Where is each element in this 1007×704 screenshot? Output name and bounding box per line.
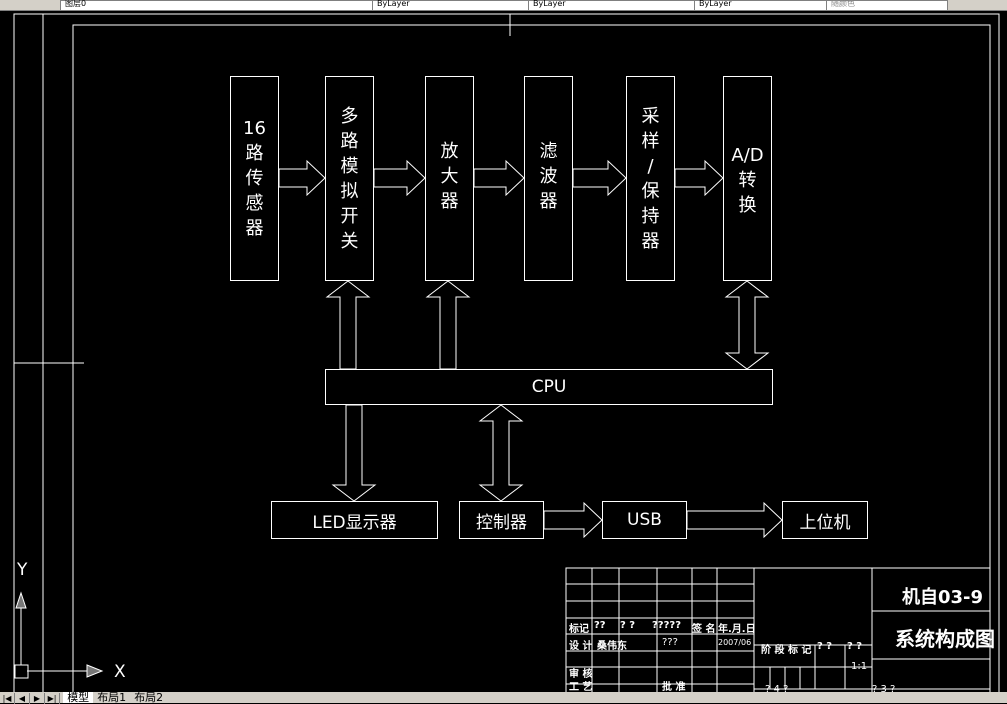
- label-std: ???: [662, 637, 678, 648]
- arrow: [473, 159, 525, 197]
- double-arrow: [724, 280, 770, 370]
- drawing-title: 系统构成图: [895, 627, 995, 651]
- design-date: 2007/06: [718, 638, 752, 647]
- label-process: 工 艺: [569, 682, 593, 693]
- toolbar: 图层0 ByLayer ByLayer ByLayer 随颜色: [0, 0, 1007, 11]
- outer-border: [13, 13, 1000, 692]
- arrow: [674, 159, 724, 197]
- plotstyle-dropdown[interactable]: 随颜色: [826, 0, 948, 10]
- label-weight: ? ?: [817, 641, 833, 652]
- label-date: 年.月.日: [718, 624, 756, 635]
- next-tab-button[interactable]: ▶: [30, 693, 45, 704]
- designer-name: 桑伟东: [597, 641, 627, 652]
- drawing-number: 机自03-9: [902, 587, 984, 608]
- double-arrow: [478, 404, 524, 502]
- layer-name: 图层0: [65, 0, 87, 8]
- arrow: [278, 159, 326, 197]
- arrow: [325, 280, 371, 370]
- tab-layout1[interactable]: 布局1: [97, 691, 127, 704]
- tab-model[interactable]: 模型: [63, 692, 94, 703]
- controller-block[interactable]: 控制器: [459, 501, 544, 539]
- ucs-y-label: Y: [17, 560, 28, 580]
- label-stage-mark: 阶 段 标 记: [761, 645, 812, 656]
- arrow: [331, 404, 377, 502]
- usb-block[interactable]: USB: [602, 501, 687, 539]
- color-dropdown[interactable]: ByLayer: [372, 0, 532, 10]
- label-count: ??: [594, 620, 606, 631]
- prev-tab-button[interactable]: ◀: [15, 693, 30, 704]
- label-approve: 批 准: [662, 682, 686, 693]
- drawing-lines: [13, 13, 1000, 692]
- host-computer-block[interactable]: 上位机: [782, 501, 868, 539]
- label-scale: ? ?: [847, 641, 863, 652]
- arrow: [425, 280, 471, 370]
- arrow: [572, 159, 627, 197]
- tab-layout2[interactable]: 布局2: [134, 691, 164, 704]
- sample-hold-block[interactable]: 采样/保持器: [626, 76, 675, 281]
- mux-block[interactable]: 多路模拟开关: [325, 76, 374, 281]
- label-signature: 签 名: [692, 624, 716, 635]
- label-design: 设 计: [569, 641, 593, 652]
- arrow: [373, 159, 426, 197]
- sheet-count: ? 4 ?: [765, 684, 789, 695]
- ucs-x-label: X: [114, 662, 126, 682]
- ucs-y-arrow-icon: [15, 591, 27, 609]
- inner-border: [72, 24, 991, 692]
- led-display-block[interactable]: LED显示器: [271, 501, 438, 539]
- scale-value: 1:1: [851, 661, 868, 672]
- label-review: 审 核: [569, 669, 593, 680]
- last-tab-button[interactable]: ▶|: [45, 693, 60, 704]
- ucs-origin-box: [14, 664, 29, 679]
- sheet-number: ? 3 ?: [872, 684, 896, 695]
- filter-block[interactable]: 滤波器: [524, 76, 573, 281]
- title-block: [565, 567, 991, 692]
- arrow: [543, 501, 603, 539]
- label-mark: 标记: [569, 624, 589, 635]
- label-zone: ? ?: [620, 620, 636, 631]
- lineweight-dropdown[interactable]: ByLayer: [694, 0, 828, 10]
- arrow: [686, 501, 783, 539]
- linetype-dropdown[interactable]: ByLayer: [528, 0, 698, 10]
- first-tab-button[interactable]: |◀: [0, 693, 15, 704]
- amplifier-block[interactable]: 放大器: [425, 76, 474, 281]
- cpu-block[interactable]: CPU: [325, 369, 773, 405]
- ucs-x-arrow-icon: [86, 664, 104, 678]
- label-change-doc: ?????: [652, 620, 682, 631]
- layout-tabs-bar: |◀◀▶▶| 模型布局1 布局2: [0, 691, 1007, 704]
